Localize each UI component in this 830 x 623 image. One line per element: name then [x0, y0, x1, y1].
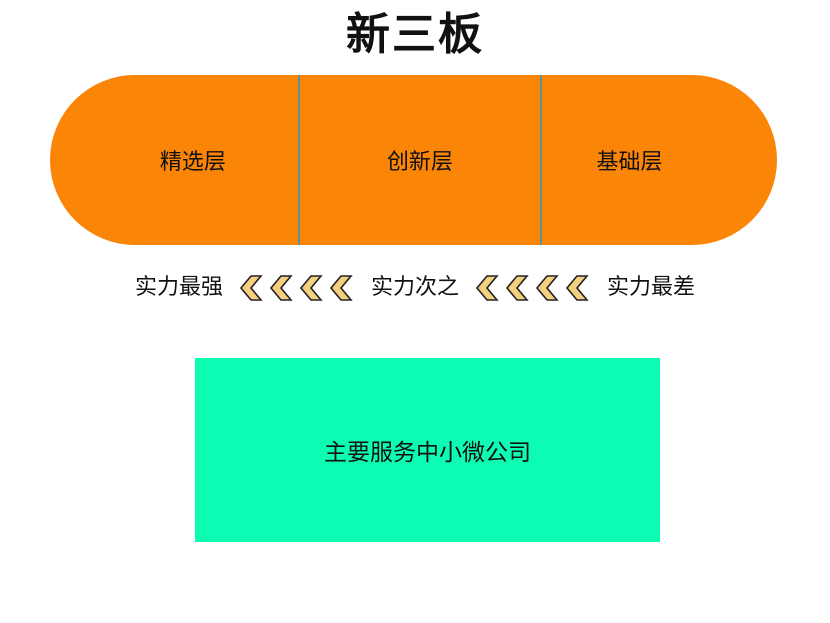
tier-pill: 精选层 创新层 基础层 [50, 75, 777, 245]
chevron-left-icon [565, 273, 591, 303]
chevron-left-icon [239, 273, 265, 303]
tier-divider [297, 75, 300, 245]
service-text: 主要服务中小微公司 [324, 440, 531, 466]
service-box: 主要服务中小微公司 [195, 358, 660, 542]
chevron-left-icon [269, 273, 295, 303]
strength-weakest-label: 实力最差 [607, 275, 696, 300]
tier-select-layer: 精选层 [50, 75, 298, 245]
tier-label: 创新层 [386, 150, 453, 175]
chevron-group [237, 273, 357, 303]
strength-middle-label: 实力次之 [370, 275, 459, 300]
chevron-left-icon [505, 273, 531, 303]
tier-label: 基础层 [596, 150, 663, 175]
tier-divider [540, 75, 543, 245]
chevron-left-icon [535, 273, 561, 303]
tier-innovation-layer: 创新层 [300, 75, 540, 245]
tier-label: 精选层 [159, 150, 226, 175]
chevron-group [473, 273, 593, 303]
strength-strongest-label: 实力最强 [134, 275, 223, 300]
chevron-left-icon [299, 273, 325, 303]
diagram-title: 新三板 [346, 9, 484, 60]
chevron-left-icon [329, 273, 355, 303]
chevron-left-icon [475, 273, 501, 303]
strength-scale: 实力最强 实力次之 实力最差 [0, 266, 830, 310]
tier-basic-layer: 基础层 [542, 75, 777, 245]
